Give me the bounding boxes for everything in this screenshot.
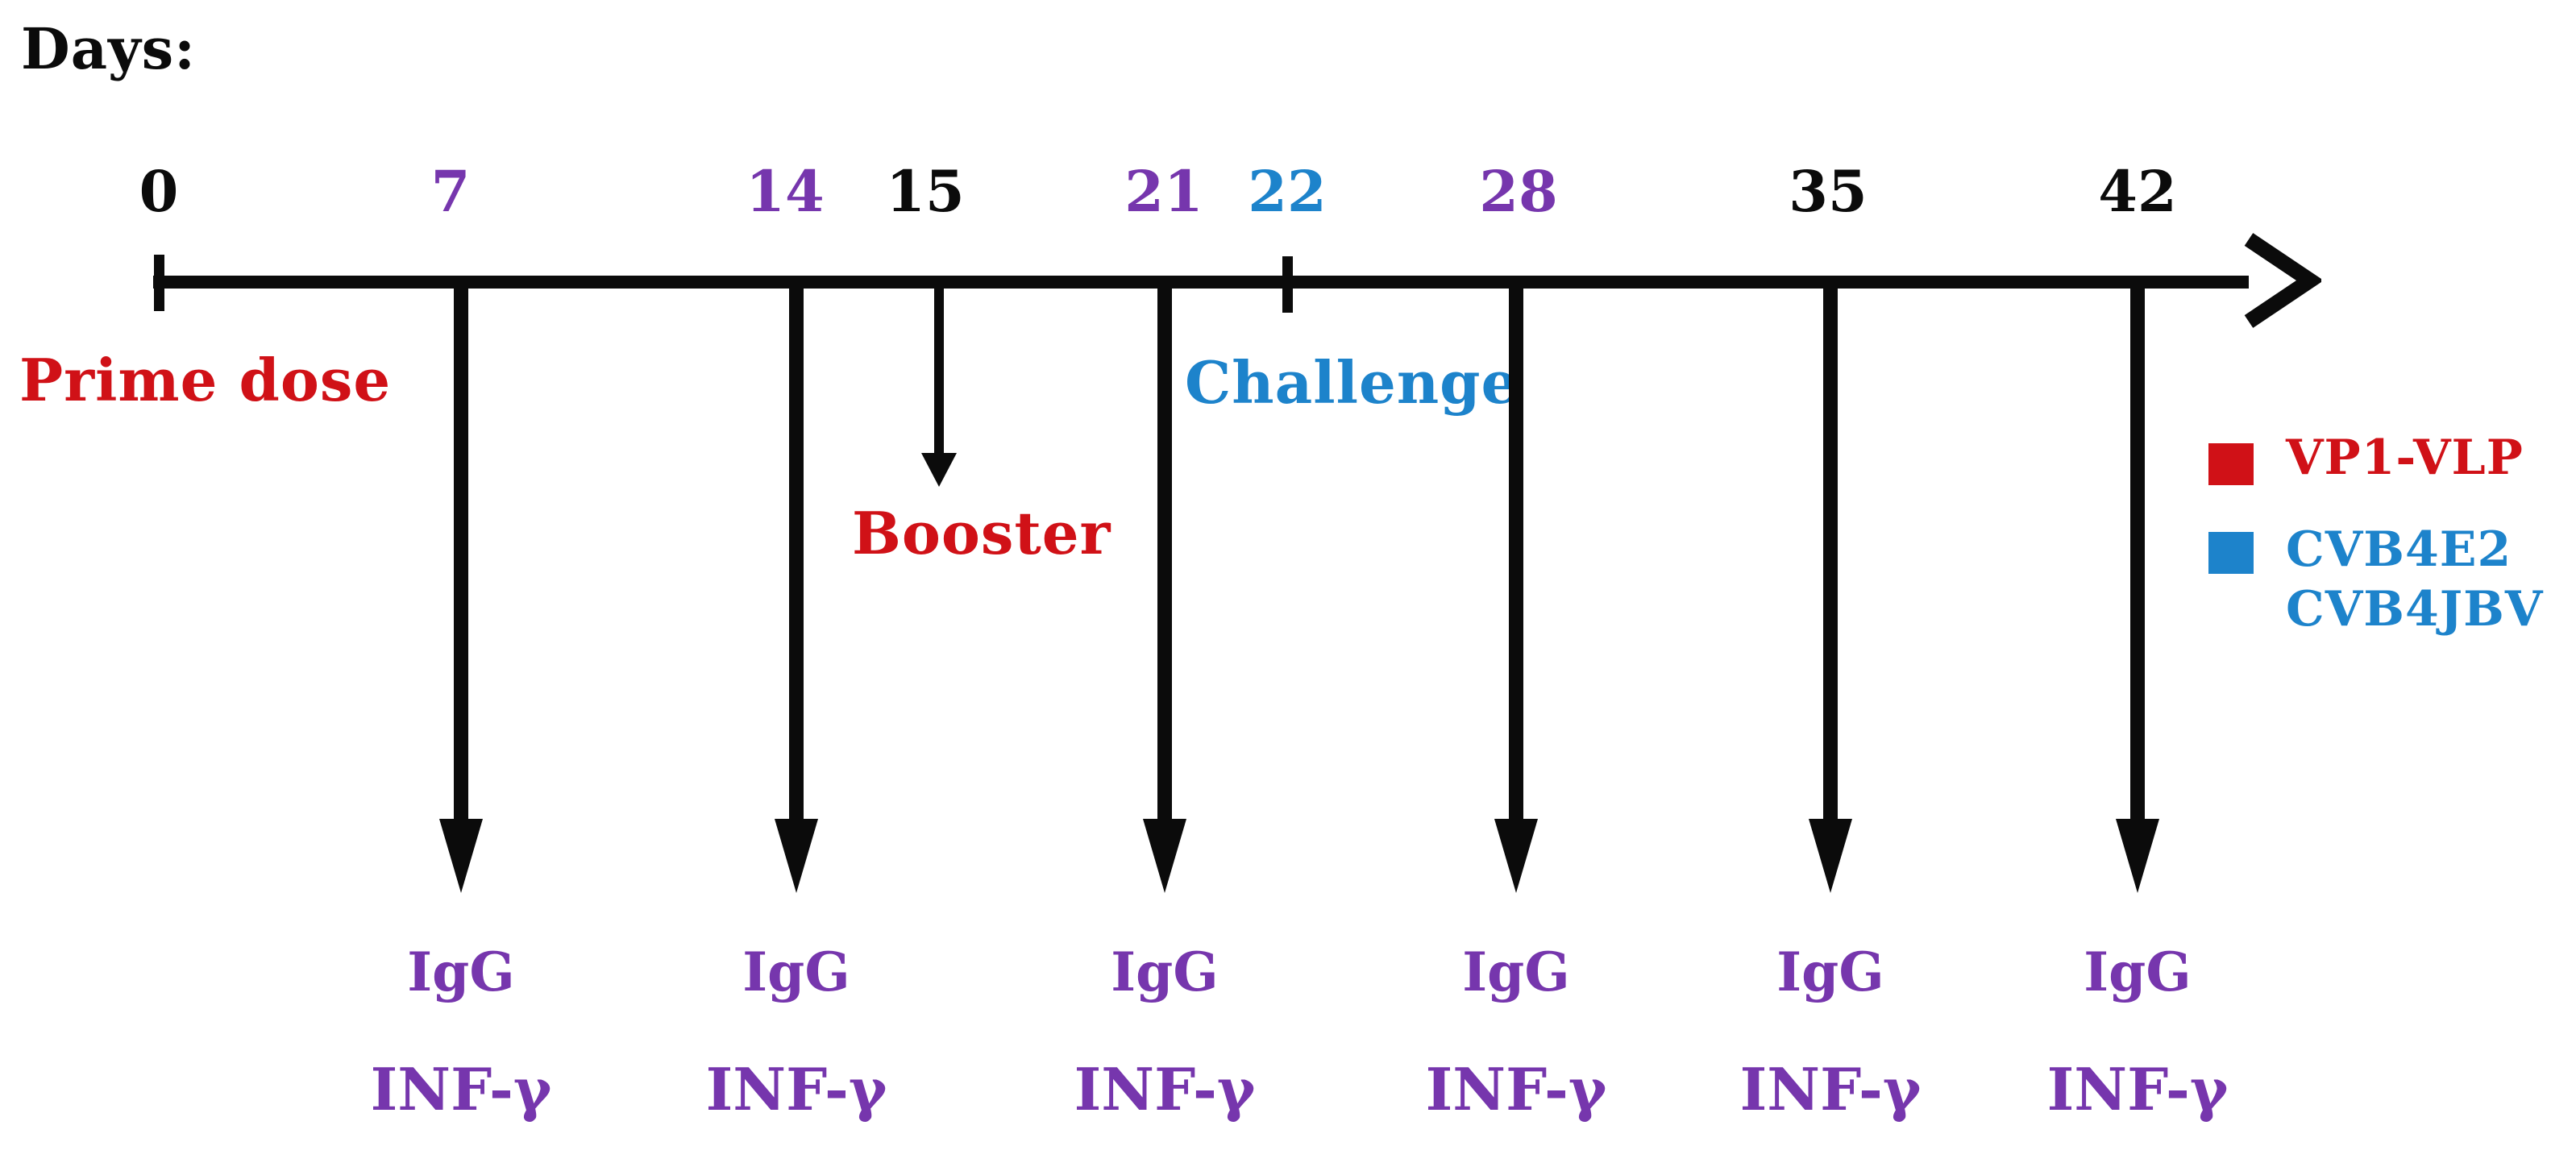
sampling-arrow-day42 <box>2130 282 2145 819</box>
inf-gamma-label-day42: INF-γ <box>2046 1055 2229 1123</box>
booster-label: Booster <box>852 499 1111 567</box>
day22-tick <box>1282 256 1293 313</box>
inf-gamma-label-day35: INF-γ <box>1739 1055 1922 1123</box>
sampling-arrowhead-day14-icon <box>775 819 818 893</box>
day-label-22: 22 <box>1248 158 1327 225</box>
timeline-arrowhead-icon <box>2244 233 2321 328</box>
legend-label-cvb4e2: CVB4E2 <box>2286 521 2512 578</box>
day0-tick <box>154 255 164 311</box>
day-label-15: 15 <box>886 158 965 225</box>
sampling-arrowhead-day21-icon <box>1143 819 1186 893</box>
legend-swatch-cvb4 <box>2208 532 2254 574</box>
sampling-arrowhead-day35-icon <box>1809 819 1852 893</box>
page-title: Days: <box>21 15 196 82</box>
legend-label-vp1-vlp: VP1-VLP <box>2286 430 2524 486</box>
igg-label-day35: IgG <box>1776 941 1884 1003</box>
inf-gamma-label-day28: INF-γ <box>1425 1055 1607 1123</box>
sampling-arrow-day14 <box>789 282 804 819</box>
igg-label-day42: IgG <box>2084 941 2192 1003</box>
day-label-7: 7 <box>430 158 471 225</box>
igg-label-day7: IgG <box>407 941 515 1003</box>
challenge-label: Challenge <box>1185 348 1519 417</box>
sampling-arrowhead-day7-icon <box>439 819 483 893</box>
legend-swatch-vp1-vlp <box>2208 443 2254 485</box>
timeline-axis <box>153 276 2249 289</box>
sampling-arrow-day7 <box>454 282 468 819</box>
inf-gamma-label-day21: INF-γ <box>1074 1055 1256 1123</box>
igg-label-day21: IgG <box>1111 941 1219 1003</box>
booster-arrow-shaft <box>934 284 944 455</box>
booster-arrowhead-icon <box>921 453 957 487</box>
sampling-arrow-day35 <box>1823 282 1838 819</box>
prime-dose-label: Prime dose <box>19 346 392 414</box>
sampling-arrowhead-day28-icon <box>1494 819 1538 893</box>
day-label-21: 21 <box>1124 158 1203 225</box>
sampling-arrowhead-day42-icon <box>2116 819 2159 893</box>
sampling-arrow-day21 <box>1157 282 1172 819</box>
day-label-42: 42 <box>2098 158 2177 225</box>
inf-gamma-label-day14: INF-γ <box>705 1055 887 1123</box>
legend-label-cvb4jbv: CVB4JBV <box>2286 581 2544 637</box>
day-label-14: 14 <box>746 158 825 225</box>
day-label-35: 35 <box>1789 158 1868 225</box>
day-label-28: 28 <box>1479 158 1558 225</box>
igg-label-day14: IgG <box>742 941 850 1003</box>
inf-gamma-label-day7: INF-γ <box>370 1055 552 1123</box>
day-label-0: 0 <box>139 158 179 225</box>
igg-label-day28: IgG <box>1462 941 1570 1003</box>
sampling-arrow-day28 <box>1509 282 1523 819</box>
